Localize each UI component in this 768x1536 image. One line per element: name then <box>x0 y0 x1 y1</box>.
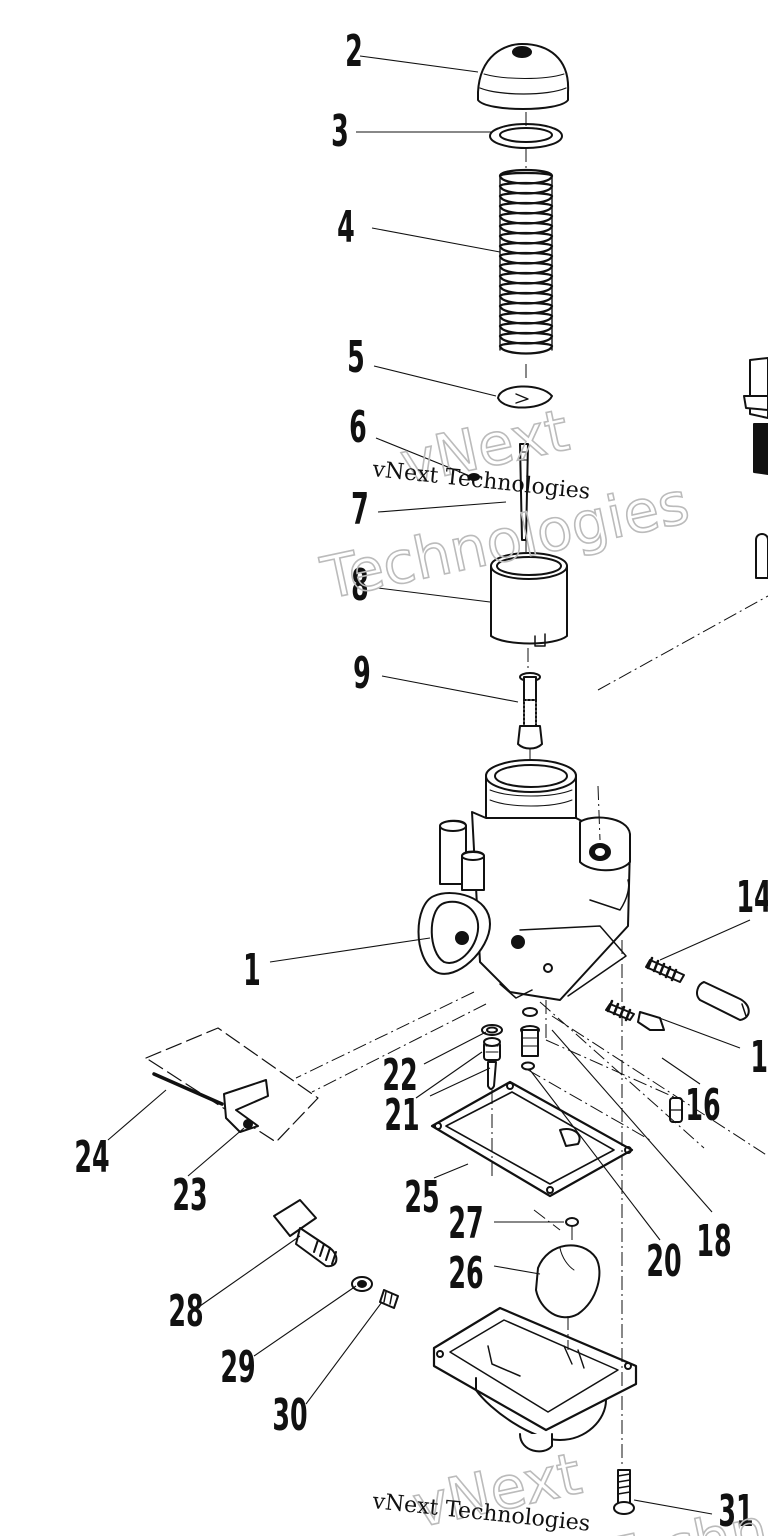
part-drain-washer <box>351 1276 373 1292</box>
part-float <box>535 1244 601 1319</box>
callout-26: 26 <box>448 1249 483 1299</box>
part-throttle-slide <box>490 552 568 647</box>
part-float-arm <box>145 1027 319 1143</box>
leader-line <box>199 1235 301 1307</box>
callout-9: 9 <box>353 649 371 699</box>
callout-16: 16 <box>685 1081 720 1131</box>
part-pilot-jet <box>520 1007 540 1071</box>
center-lines <box>295 112 768 1466</box>
part-washer <box>489 123 563 149</box>
part-needle-jet <box>517 672 543 750</box>
leader-line <box>661 1057 701 1085</box>
callout-31: 31 <box>718 1487 753 1536</box>
callout-29: 29 <box>220 1343 255 1393</box>
leader-line <box>423 1031 487 1065</box>
callout-27: 27 <box>448 1199 483 1249</box>
part-spring <box>498 168 554 355</box>
part-small-ball <box>565 1217 579 1227</box>
callout-22: 22 <box>382 1051 417 1101</box>
leader-line <box>381 675 519 703</box>
callout-30: 30 <box>272 1391 307 1441</box>
leader-line <box>415 1051 483 1099</box>
callout-25: 25 <box>404 1173 439 1223</box>
part-carburetor-body <box>417 759 631 1001</box>
leader-line <box>375 437 471 477</box>
leader-line <box>551 1029 713 1213</box>
part-bowl-screw <box>613 1469 635 1515</box>
leader-lines <box>107 55 751 1515</box>
callout-7: 7 <box>351 485 369 535</box>
part-float-bowl <box>432 1306 638 1453</box>
callout-23: 23 <box>172 1171 207 1221</box>
part-cap <box>477 43 570 110</box>
callout-28: 28 <box>168 1287 203 1337</box>
part-drain-bolt <box>273 1199 338 1268</box>
spring-coils <box>498 168 554 355</box>
part-retainer-plate <box>497 385 553 409</box>
leader-line <box>359 55 479 73</box>
leader-line <box>305 1301 383 1405</box>
callout-20: 20 <box>646 1237 681 1287</box>
part-pilot-screw <box>645 956 750 1021</box>
leader-line <box>433 1163 469 1179</box>
callout-21: 21 <box>384 1091 419 1141</box>
leader-line <box>253 1285 357 1357</box>
spring-sides <box>499 175 553 351</box>
leader-line <box>371 227 501 253</box>
callout-1: 1 <box>243 946 261 996</box>
part-main-jet-group <box>481 1024 503 1090</box>
callout-8: 8 <box>351 561 369 611</box>
callout-5: 5 <box>347 333 365 383</box>
leader-line <box>493 1265 541 1275</box>
callout-2: 2 <box>345 27 363 77</box>
callout-3: 3 <box>331 107 349 157</box>
part-e-clip <box>468 473 480 481</box>
leader-line <box>529 1069 661 1241</box>
callout-24: 24 <box>74 1133 109 1183</box>
part-throttle-stop-screw <box>605 999 665 1031</box>
part-small-hex-jet <box>669 1097 683 1123</box>
leader-line <box>377 587 491 603</box>
callout-4: 4 <box>337 203 355 253</box>
callout-6: 6 <box>349 403 367 453</box>
part-small-screw <box>379 1289 399 1309</box>
leader-line <box>107 1089 167 1141</box>
leader-line <box>377 501 507 513</box>
leader-line <box>187 1127 245 1177</box>
leader-line <box>269 937 431 963</box>
part-float-bowl-gasket <box>430 1080 634 1198</box>
callout-14: 14 <box>736 873 768 923</box>
leader-line <box>633 1499 713 1515</box>
part-right-edge-fittings <box>743 357 768 579</box>
leader-line <box>373 365 497 397</box>
leader-line <box>659 919 751 961</box>
callout-18: 18 <box>696 1217 731 1267</box>
leader-line <box>653 1015 741 1049</box>
callout-labels: 1234567891415161820212122232425262728293… <box>74 27 768 1536</box>
leader-line <box>429 1067 491 1097</box>
watermark-bottom: vNext Technologies vNext Technologies <box>370 1439 768 1536</box>
callout-15: 15 <box>750 1033 768 1083</box>
